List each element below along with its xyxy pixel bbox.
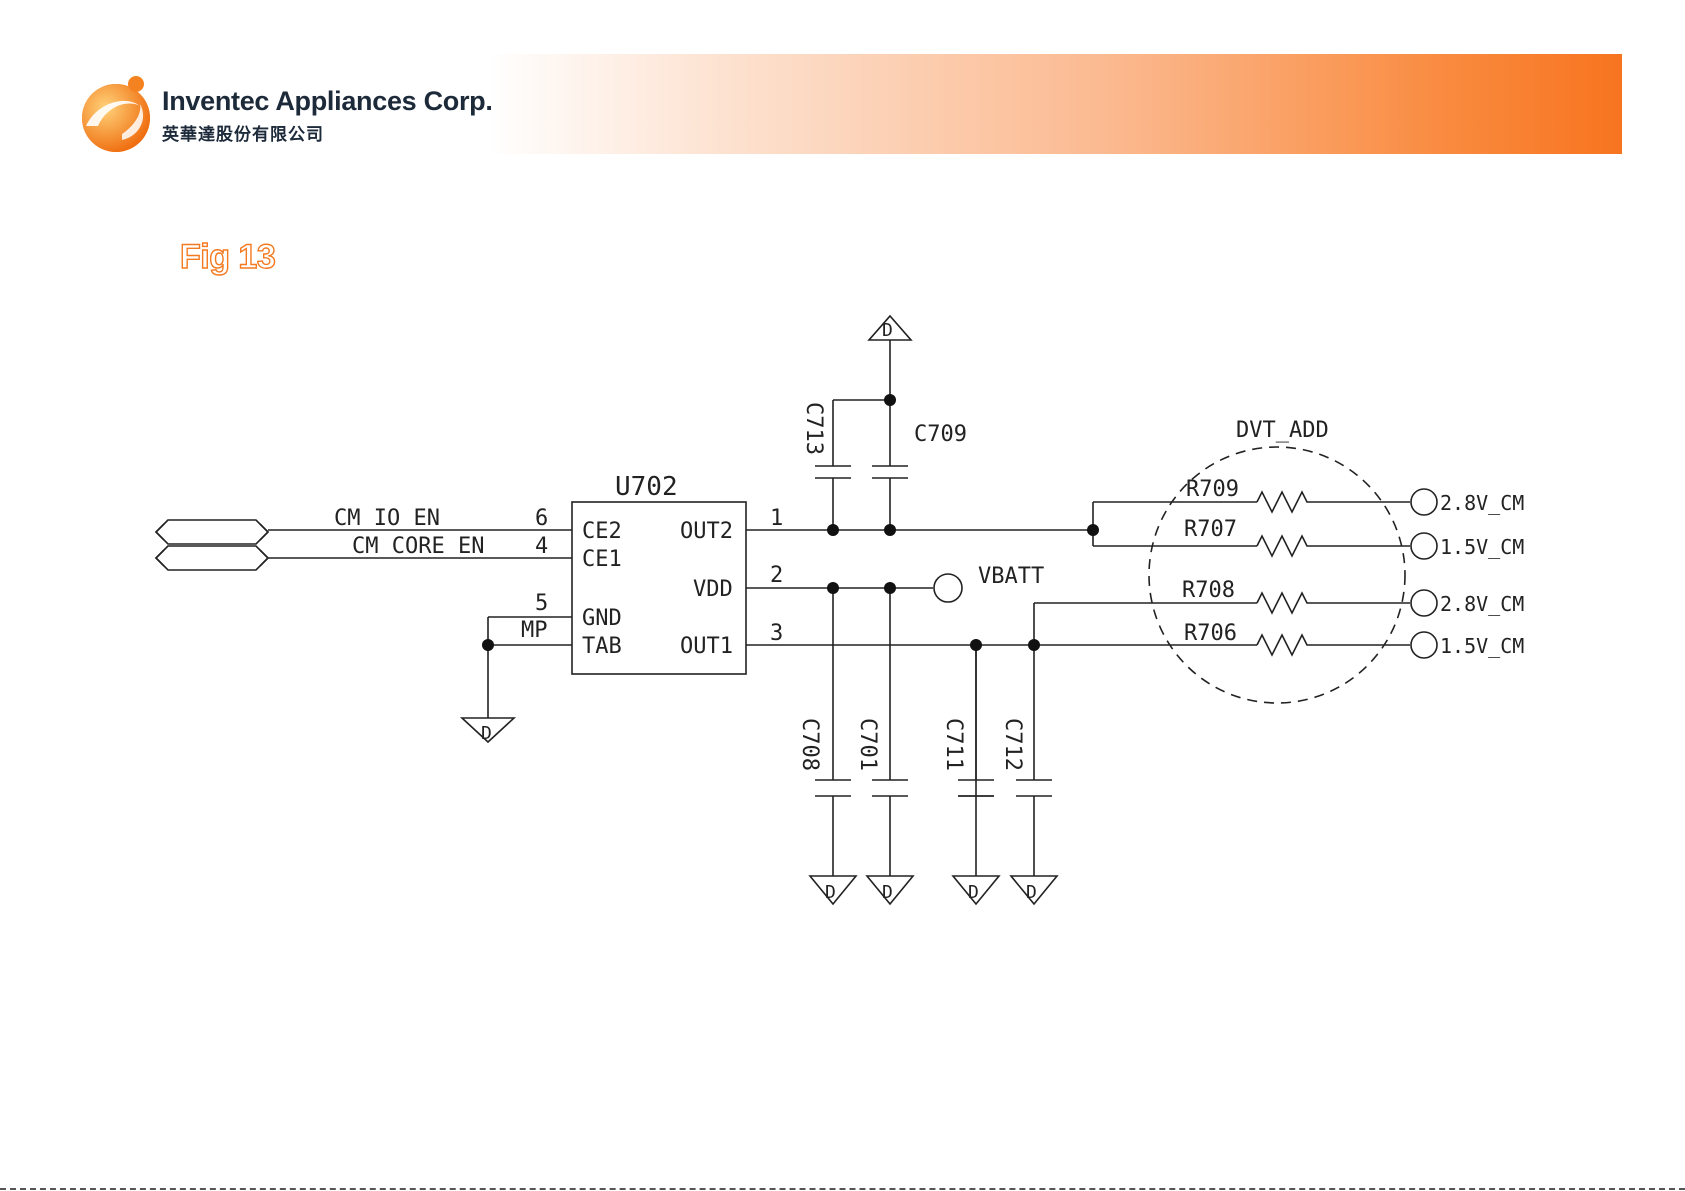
output-label-1-5v-cm-2: 1.5V_CM — [1440, 634, 1524, 658]
pin-label-ce2: CE2 — [582, 519, 622, 544]
ground-label-c708: D — [825, 882, 836, 903]
pin-number-5: 5 — [535, 591, 548, 616]
net-label-vbatt: VBATT — [978, 564, 1044, 589]
ground-label-c701: D — [882, 882, 893, 903]
out2-rail — [746, 502, 1257, 546]
pin-number-3: 3 — [770, 621, 783, 646]
ground-label-c712: D — [1026, 882, 1037, 903]
capacitor-label-c711: C711 — [941, 718, 966, 771]
pin-number-1: 1 — [770, 506, 783, 531]
pin-number-4: 4 — [535, 534, 548, 559]
resistor-label-r708: R708 — [1182, 578, 1235, 603]
pin-label-out1: OUT1 — [680, 634, 733, 659]
net-label-cm-core-en: CM_CORE_EN — [352, 534, 484, 559]
net-label-mp: MP — [521, 618, 548, 643]
ground-label-top: D — [882, 320, 893, 341]
bottom-divider — [0, 1188, 1685, 1190]
out1-rail — [746, 603, 1257, 645]
ground-label-c711: D — [968, 882, 979, 903]
output-label-1-5v-cm-1: 1.5V_CM — [1440, 535, 1524, 559]
resistor-label-r709: R709 — [1186, 477, 1239, 502]
output-label-2-8v-cm-1: 2.8V_CM — [1440, 491, 1524, 515]
resistor-label-r707: R707 — [1184, 517, 1237, 542]
capacitor-label-c712: C712 — [1000, 718, 1025, 771]
pin-label-vdd: VDD — [693, 577, 733, 602]
ground-label-u702: D — [481, 723, 492, 744]
resistor-network — [1257, 489, 1437, 658]
output-label-2-8v-cm-2: 2.8V_CM — [1440, 592, 1524, 616]
pin-number-6: 6 — [535, 506, 548, 531]
resistor-label-r706: R706 — [1184, 621, 1237, 646]
pin-label-ce1: CE1 — [582, 547, 622, 572]
ic-u702-label: U702 — [615, 472, 678, 502]
pin-label-gnd: GND — [582, 606, 622, 631]
capacitor-label-c708: C708 — [797, 718, 822, 771]
pin-number-2: 2 — [770, 563, 783, 588]
group-label-dvt-add: DVT_ADD — [1236, 418, 1329, 443]
junction-dots — [482, 394, 1099, 651]
capacitor-label-c713: C713 — [801, 402, 826, 455]
capacitor-label-c709: C709 — [914, 422, 967, 447]
pin-label-tab: TAB — [582, 634, 622, 659]
gnd-tab-wiring — [462, 617, 572, 742]
pin-label-out2: OUT2 — [680, 519, 733, 544]
offpage-connector-cm-io-en — [156, 520, 268, 544]
capacitor-c713-c709-network — [815, 316, 911, 530]
offpage-connector-cm-core-en — [156, 546, 268, 570]
net-label-cm-io-en: CM_IO_EN — [334, 506, 440, 531]
capacitor-label-c701: C701 — [855, 718, 880, 771]
